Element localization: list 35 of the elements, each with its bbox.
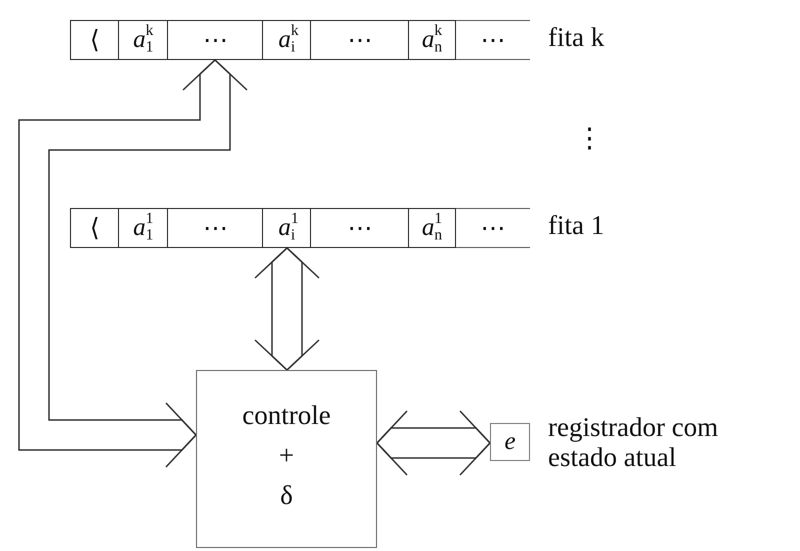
tape-cell [118,20,168,60]
tape-cell [408,20,456,60]
double-arrow [376,410,492,476]
tape-symbol: ⟨ [90,214,100,243]
control-text: + [278,439,294,472]
tape-symbol: ⋯ [347,214,372,243]
tape-label: fita k [548,22,604,52]
tape-symbol: ⋯ [202,214,228,243]
tape-cell [408,208,456,248]
tape-symbol: ⋯ [347,26,372,55]
register-symbol: e [504,428,516,456]
tape-cell [262,208,312,248]
register-box [490,423,530,461]
tape-label: ⋮ [576,122,603,154]
control-text: δ [280,479,293,512]
tape-symbol: ⋯ [480,26,506,55]
tape-cell [262,20,312,60]
register-caption: registrador com estado atual [548,412,720,472]
tape-symbol: ⋯ [480,214,506,243]
open-tape-end [456,20,530,60]
tape-cell [70,208,120,248]
tape-label: fita 1 [548,210,604,240]
tape-cell [118,208,168,248]
control-box [196,370,377,548]
tape-cell [310,20,410,60]
double-arrow [254,246,320,372]
tape-cell [70,20,120,60]
control-text: controle [242,399,331,432]
open-tape-end [456,208,530,248]
tape-cell [167,208,264,248]
tape-cell [310,208,410,248]
tape-symbol: ⋯ [202,26,228,55]
tape-symbol: ⟨ [90,26,100,55]
double-arrow [18,58,248,468]
tape-cell [167,20,264,60]
